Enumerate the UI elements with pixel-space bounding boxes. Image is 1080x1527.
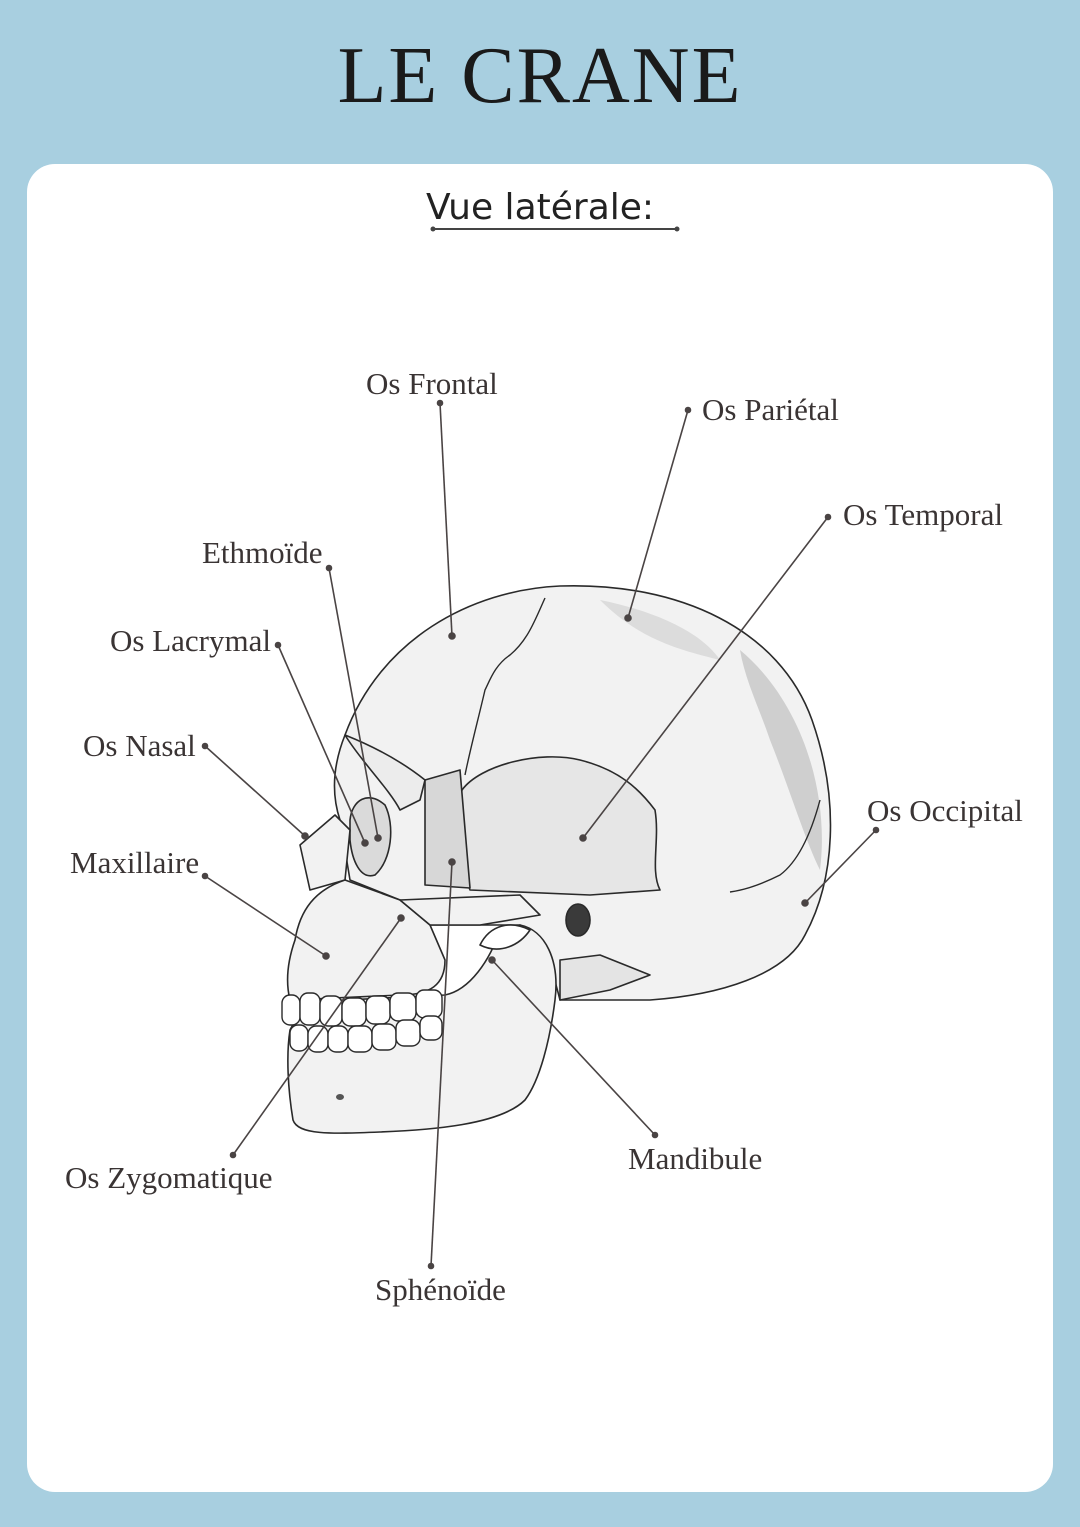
orbit	[349, 797, 392, 877]
maxilla	[286, 879, 446, 1001]
label-sphenoide: Sphénoïde	[375, 1272, 506, 1307]
lower-teeth	[289, 1015, 443, 1053]
label-zygomatique: Os Zygomatique	[65, 1160, 273, 1195]
subtitle: Vue latérale:	[425, 187, 655, 228]
label-nasal: Os Nasal	[83, 728, 196, 763]
leader-mandibule	[491, 959, 656, 1136]
label-mandibule: Mandibule	[628, 1141, 763, 1176]
label-maxillaire: Maxillaire	[70, 845, 200, 880]
leader-occipital	[804, 829, 877, 904]
label-occipital: Os Occipital	[867, 793, 1023, 828]
leader-nasal	[204, 745, 306, 837]
coronal-suture	[464, 597, 546, 776]
leader-maxillaire	[204, 875, 327, 957]
label-parietal: Os Pariétal	[702, 392, 839, 427]
leader-temporal	[582, 516, 829, 839]
subtitle-underline	[430, 226, 680, 232]
nasal-bone	[299, 814, 351, 891]
skull-illustration	[281, 584, 832, 1134]
mental-foramen	[336, 1094, 344, 1100]
label-temporal: Os Temporal	[843, 497, 1003, 532]
ear-canal	[565, 903, 591, 937]
cranium-shading-back	[740, 650, 822, 870]
leader-parietal	[627, 409, 689, 619]
label-lacrymal: Os Lacrymal	[110, 623, 271, 658]
label-frontal: Os Frontal	[366, 366, 498, 401]
sphenoid-wing	[424, 769, 471, 889]
lambdoid-suture	[729, 799, 821, 893]
leader-frontal	[439, 402, 453, 637]
label-ethmoide: Ethmoïde	[202, 535, 323, 570]
leader-ethmoide	[328, 567, 379, 839]
mandibular-notch	[479, 924, 531, 950]
leader-sphenoide	[430, 861, 453, 1267]
leader-lacrymal	[277, 644, 366, 844]
page-title: LE CRANE	[337, 32, 743, 120]
leader-lines	[201, 399, 880, 1270]
mastoid	[559, 954, 651, 1001]
zygomatic-arch	[399, 894, 541, 926]
leader-zygomatique	[232, 917, 402, 1156]
upper-teeth	[281, 989, 443, 1027]
